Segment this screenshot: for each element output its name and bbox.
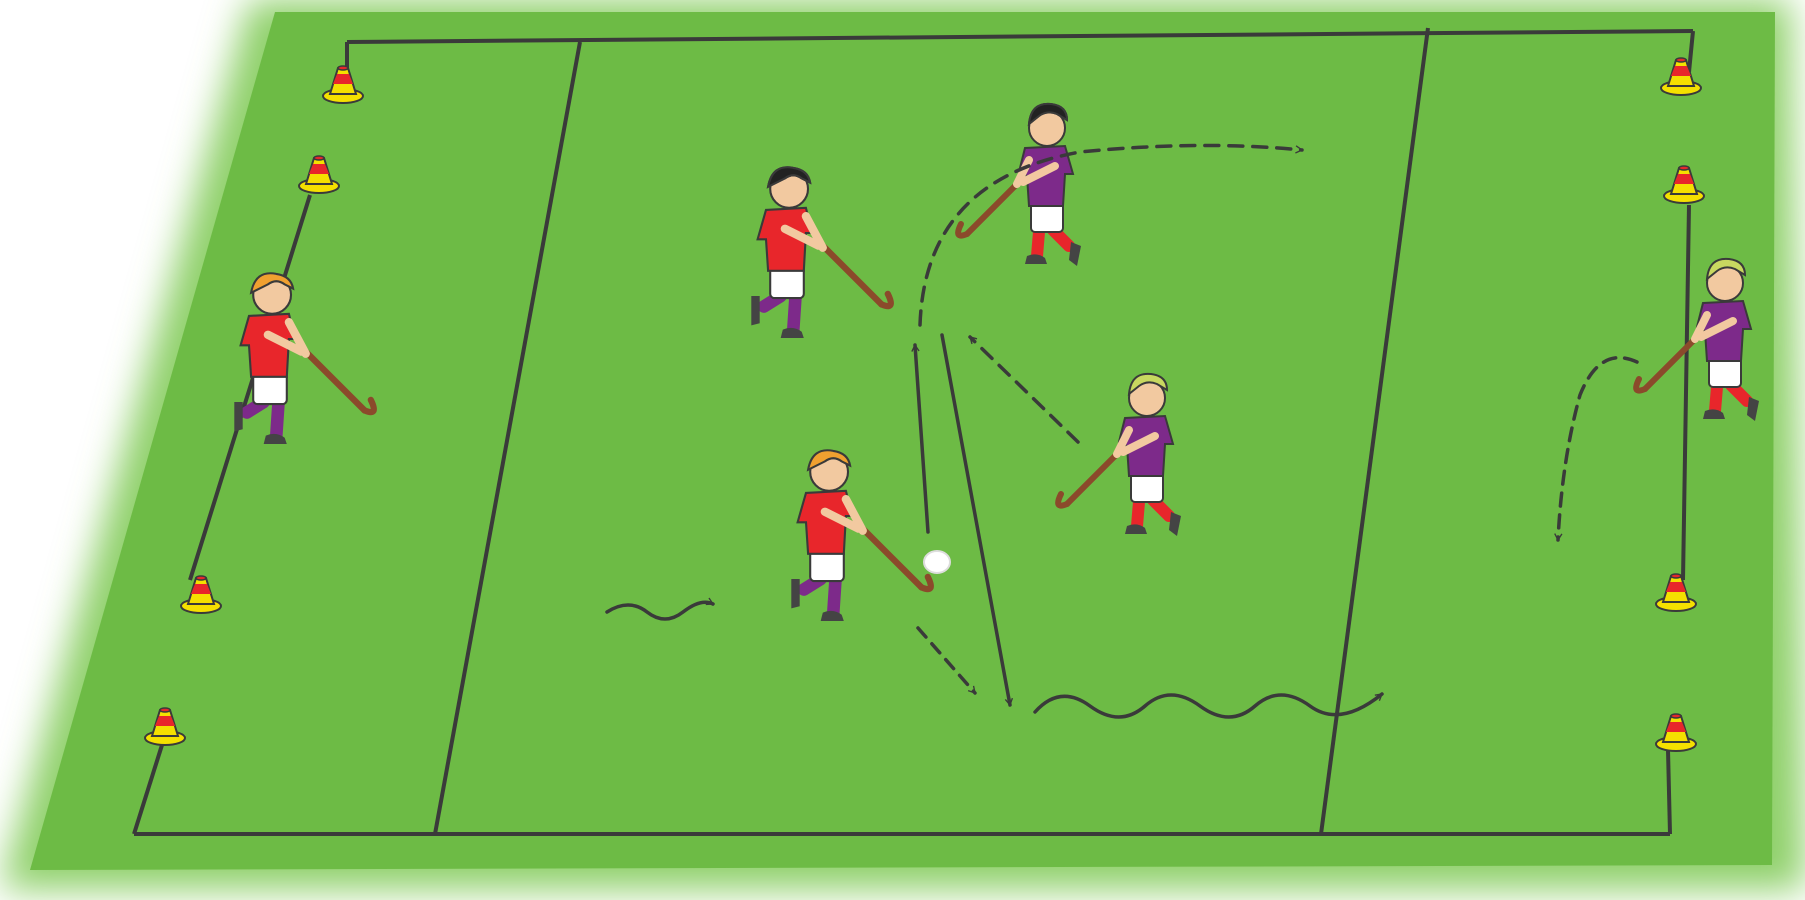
hockey-ball-icon xyxy=(924,551,950,573)
right-boundary-bottom xyxy=(1668,750,1670,834)
grass-surface xyxy=(30,12,1775,870)
